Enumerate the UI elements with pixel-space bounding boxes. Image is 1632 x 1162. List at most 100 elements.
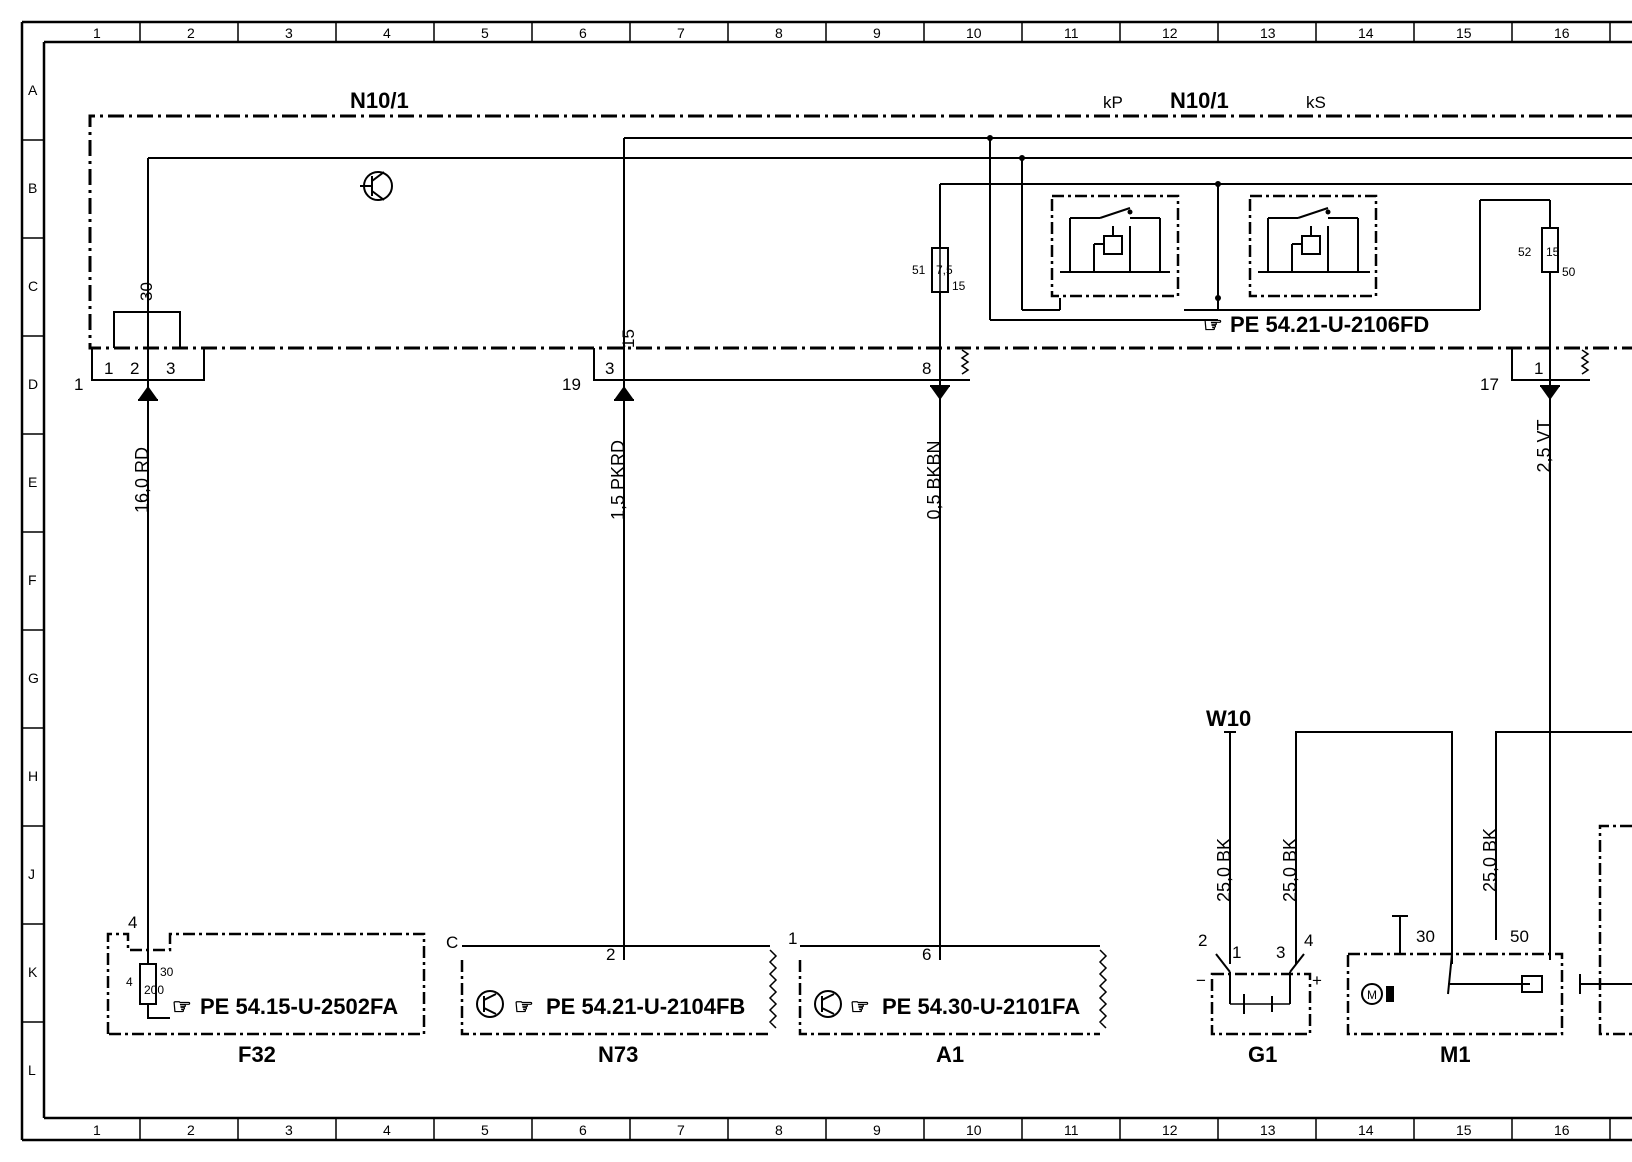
pin-1: 1	[104, 359, 113, 378]
wire-label: 16,0 RD	[132, 447, 152, 513]
grid-ticks	[22, 22, 1611, 1140]
pin-51: 51	[912, 263, 926, 277]
row-label: D	[28, 376, 38, 392]
pin-2: 2	[130, 359, 139, 378]
col-label: 5	[481, 25, 489, 41]
col-label: 4	[383, 1122, 391, 1138]
col-label: 15	[1456, 1122, 1472, 1138]
a1-module: 1 6 ☞ PE 54.30-U-2101FA A1	[788, 929, 1108, 1067]
hand-icon: ☞	[1203, 312, 1223, 337]
wire-label: 25,0 BK	[1214, 838, 1234, 902]
row-labels: A B C D E F G H J K L	[28, 82, 39, 1078]
m1-starter: M 30 50 M1	[1346, 915, 1564, 1067]
wire-2-5-vt: 2,5 VT	[1534, 352, 1560, 960]
col-label: 16	[1554, 25, 1570, 41]
hand-icon: ☞	[172, 994, 192, 1019]
drawing-frame	[20, 20, 1632, 1142]
col-label: 8	[775, 25, 783, 41]
connector-19: 3 15 8 19	[562, 329, 970, 394]
pin-3: 3	[1276, 943, 1285, 962]
column-labels-top: 1 2 3 4 5 6 7 8 9 10 11 12 13 14 15 16	[93, 25, 1570, 41]
col-label: 12	[1162, 1122, 1178, 1138]
starter-wire: 25,0 BK	[1480, 731, 1632, 940]
col-label: 3	[285, 1122, 293, 1138]
col-label: 8	[775, 1122, 783, 1138]
g1-battery: 2 1 3 4 − + G1	[1196, 931, 1322, 1067]
w10-label: W10	[1206, 706, 1251, 731]
col-label: 14	[1358, 25, 1374, 41]
row-label: E	[28, 474, 37, 490]
pin-8: 8	[922, 359, 931, 378]
row-label: G	[28, 670, 39, 686]
hand-icon: ☞	[514, 994, 534, 1019]
minus-label: −	[1196, 971, 1206, 990]
row-label: B	[28, 180, 37, 196]
col-label: 14	[1358, 1122, 1374, 1138]
fuse-15: 15 52 50	[1518, 200, 1576, 352]
kp-label: kP	[1103, 93, 1123, 112]
row-label: L	[28, 1062, 36, 1078]
row-label: K	[28, 964, 38, 980]
m1-label: M1	[1440, 1042, 1471, 1067]
col-label: 7	[677, 1122, 685, 1138]
col-label: 13	[1260, 1122, 1276, 1138]
g1-label: G1	[1248, 1042, 1277, 1067]
col-label: 10	[966, 25, 982, 41]
col-label: 16	[1554, 1122, 1570, 1138]
svg-text:M: M	[1367, 988, 1377, 1002]
pin-4: 4	[1304, 931, 1313, 950]
pe-ref-n10-1: ☞ PE 54.21-U-2106FD	[1203, 312, 1429, 337]
pin-50: 50	[1562, 265, 1576, 279]
pin-30: 30	[160, 965, 174, 979]
battery-plus-wire: 25,0 BK	[1280, 731, 1453, 964]
a1-label: A1	[936, 1042, 964, 1067]
n73-label: N73	[598, 1042, 638, 1067]
n10-1-label: N10/1	[350, 88, 409, 113]
pin-52: 52	[1518, 245, 1532, 259]
cutoff-component	[1579, 824, 1632, 1036]
connector-17: 1 17	[1480, 348, 1590, 394]
a1-reference: PE 54.30-U-2101FA	[882, 994, 1080, 1019]
pin-30: 30	[1416, 927, 1435, 946]
w10-ground: W10 25,0 BK	[1206, 706, 1251, 964]
col-label: 6	[579, 1122, 587, 1138]
n10-1-module: N10/1 N10/1 kP kS	[88, 88, 1632, 350]
a1-connector-label: 1	[788, 929, 797, 948]
a1-pin-label: 6	[922, 945, 931, 964]
connector-label: 17	[1480, 375, 1499, 394]
row-label: H	[28, 768, 38, 784]
wire-label: 0,5 BKBN	[924, 440, 944, 519]
fuse-value: 200	[144, 983, 164, 997]
pin-1: 1	[1232, 943, 1241, 962]
col-label: 9	[873, 1122, 881, 1138]
fuse-7-5: 7,5 51 15	[912, 240, 966, 352]
col-label: 1	[93, 1122, 101, 1138]
n10-1-label-right: N10/1	[1170, 88, 1229, 113]
col-label: 12	[1162, 25, 1178, 41]
fuse-value: 15	[1546, 245, 1560, 259]
col-label: 2	[187, 25, 195, 41]
col-label: 11	[1064, 1122, 1079, 1138]
f32-reference: PE 54.15-U-2502FA	[200, 994, 398, 1019]
plus-label: +	[1312, 971, 1322, 990]
pin-50: 50	[1510, 927, 1529, 946]
transistor-icon	[814, 990, 842, 1018]
col-label: 13	[1260, 25, 1276, 41]
connector-label: 1	[74, 375, 83, 394]
n73-connector-label: C	[446, 933, 458, 952]
ks-label: kS	[1306, 93, 1326, 112]
f32-pin-label: 4	[128, 913, 137, 932]
row-label: F	[28, 572, 37, 588]
n10-1-reference: PE 54.21-U-2106FD	[1230, 312, 1429, 337]
wire-label: 2,5 VT	[1534, 419, 1554, 472]
col-label: 11	[1064, 25, 1079, 41]
wire-label: 1,5 PKRD	[608, 440, 628, 520]
pin-3: 3	[166, 359, 175, 378]
fuse-value: 7,5	[936, 263, 953, 277]
col-label: 4	[383, 25, 391, 41]
pin-15: 15	[952, 279, 966, 293]
connector-1: 30 1 2 3 1	[74, 282, 205, 394]
col-label: 6	[579, 25, 587, 41]
n73-pin-label: 2	[606, 945, 615, 964]
